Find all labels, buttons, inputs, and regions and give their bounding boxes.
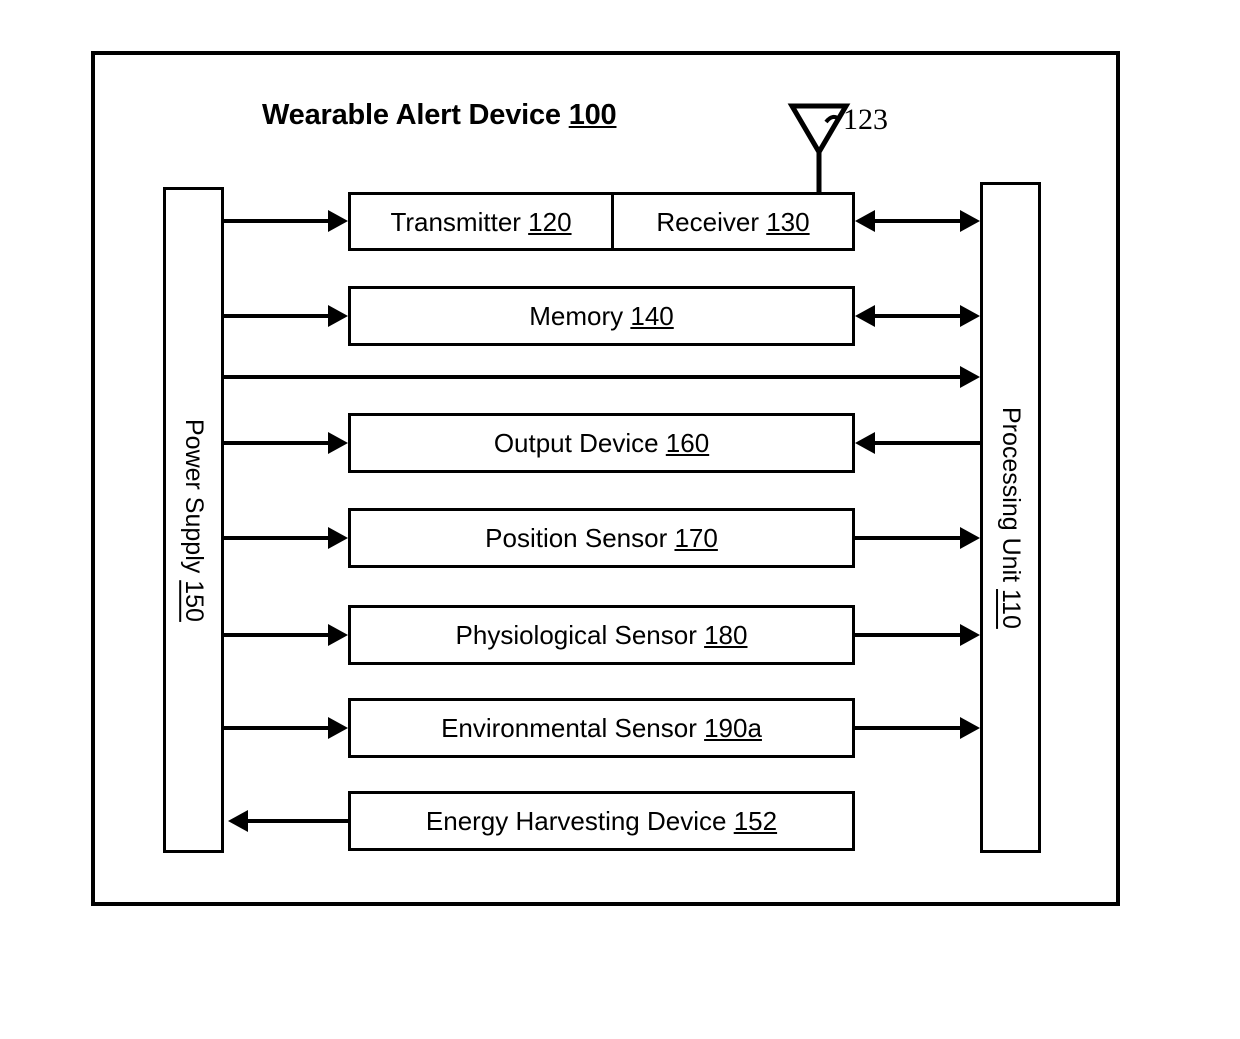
connector-receiver-to-processing-unit [875, 219, 960, 223]
energy-harvesting-device-name: Energy Harvesting Device [425, 806, 734, 836]
arrowhead-power-supply-to-environmental-sensor [328, 717, 348, 739]
memory-label: Memory 140 [529, 303, 674, 329]
arrowhead-power-supply-to-memory [328, 305, 348, 327]
connector-power-supply-to-memory [224, 314, 328, 318]
page-title: Wearable Alert Device 100 [262, 99, 617, 132]
environmental-sensor-name: Environmental Sensor [441, 713, 705, 743]
output-device-block[interactable]: Output Device 160 [348, 413, 855, 473]
arrowhead-receiver-to-processing-unit [960, 210, 980, 232]
title-text: Wearable Alert Device [262, 99, 569, 131]
physiological-sensor-reference-number: 180 [704, 620, 748, 650]
transmitter-name: Transmitter [390, 206, 529, 237]
connector-environmental-sensor-to-processing-unit [855, 726, 960, 730]
environmental-sensor-label: Environmental Sensor 190a [441, 715, 762, 741]
processing-unit-block[interactable]: Processing Unit 110 [980, 182, 1041, 853]
title-reference-number: 100 [568, 99, 617, 131]
memory-block[interactable]: Memory 140 [348, 286, 855, 346]
environmental-sensor-reference-number: 190a [704, 713, 762, 743]
output-device-name: Output Device [493, 428, 666, 458]
arrowhead-environmental-sensor-to-processing-unit [960, 717, 980, 739]
arrowhead-physiological-sensor-to-processing-unit [960, 624, 980, 646]
connector-processing-unit-to-output-device [875, 441, 980, 445]
environmental-sensor-block[interactable]: Environmental Sensor 190a [348, 698, 855, 758]
position-sensor-block[interactable]: Position Sensor 170 [348, 508, 855, 568]
arrowhead-power-supply-to-processing-unit [960, 366, 980, 388]
power-supply-label: Power Supply 150 [180, 418, 208, 622]
position-sensor-name: Position Sensor [485, 523, 675, 553]
connector-power-supply-to-output-device [224, 441, 328, 445]
energy-harvesting-device-label: Energy Harvesting Device 152 [426, 808, 777, 834]
connector-power-supply-to-environmental-sensor [224, 726, 328, 730]
physiological-sensor-name: Physiological Sensor [455, 620, 705, 650]
connector-power-supply-to-physiological-sensor [224, 633, 328, 637]
transmitter-reference-number: 120 [528, 206, 572, 237]
connector-power-supply-to-processing-unit [224, 375, 960, 379]
output-device-label: Output Device 160 [494, 430, 709, 456]
processing-unit-label: Processing Unit 110 [997, 406, 1025, 629]
arrowhead-power-supply-to-position-sensor [328, 527, 348, 549]
position-sensor-reference-number: 170 [674, 523, 718, 553]
power-supply-reference-number: 150 [180, 579, 208, 622]
connector-position-sensor-to-processing-unit [855, 536, 960, 540]
power-supply-block[interactable]: Power Supply 150 [163, 187, 224, 853]
receiver-label: Receiver 130 [656, 209, 809, 235]
arrowhead-position-sensor-to-processing-unit [960, 527, 980, 549]
arrowhead-power-supply-to-physiological-sensor [328, 624, 348, 646]
processing-unit-reference-number: 110 [997, 588, 1025, 629]
energy-harvesting-device-reference-number: 152 [733, 806, 778, 836]
connector-power-supply-to-position-sensor [224, 536, 328, 540]
transmitter-block[interactable]: Transmitter 120 [348, 192, 614, 251]
connector-energy-harvesting-to-power-supply [248, 819, 348, 823]
power-supply-name: Power Supply [180, 418, 208, 580]
physiological-sensor-label: Physiological Sensor 180 [456, 622, 748, 648]
arrowhead-processing-unit-to-receiver [855, 210, 875, 232]
arrowhead-energy-harvesting-to-power-supply [228, 810, 248, 832]
physiological-sensor-block[interactable]: Physiological Sensor 180 [348, 605, 855, 665]
receiver-block[interactable]: Receiver 130 [611, 192, 855, 251]
output-device-reference-number: 160 [665, 428, 710, 458]
connector-memory-to-processing-unit [875, 314, 960, 318]
receiver-reference-number: 130 [766, 206, 810, 237]
arrowhead-power-supply-to-output-device [328, 432, 348, 454]
arrowhead-processing-unit-to-memory [855, 305, 875, 327]
processing-unit-name: Processing Unit [997, 406, 1025, 589]
memory-reference-number: 140 [630, 301, 674, 331]
memory-name: Memory [529, 301, 631, 331]
arrowhead-memory-to-processing-unit [960, 305, 980, 327]
connector-physiological-sensor-to-processing-unit [855, 633, 960, 637]
energy-harvesting-device-block[interactable]: Energy Harvesting Device 152 [348, 791, 855, 851]
arrowhead-processing-unit-to-output-device [855, 432, 875, 454]
device-outer-frame [91, 51, 1120, 906]
antenna-reference-number: 123 [843, 103, 888, 136]
receiver-name: Receiver [656, 206, 767, 237]
position-sensor-label: Position Sensor 170 [485, 525, 718, 551]
connector-power-supply-to-transmitter [224, 219, 328, 223]
transmitter-label: Transmitter 120 [390, 209, 571, 235]
arrowhead-power-supply-to-transmitter [328, 210, 348, 232]
